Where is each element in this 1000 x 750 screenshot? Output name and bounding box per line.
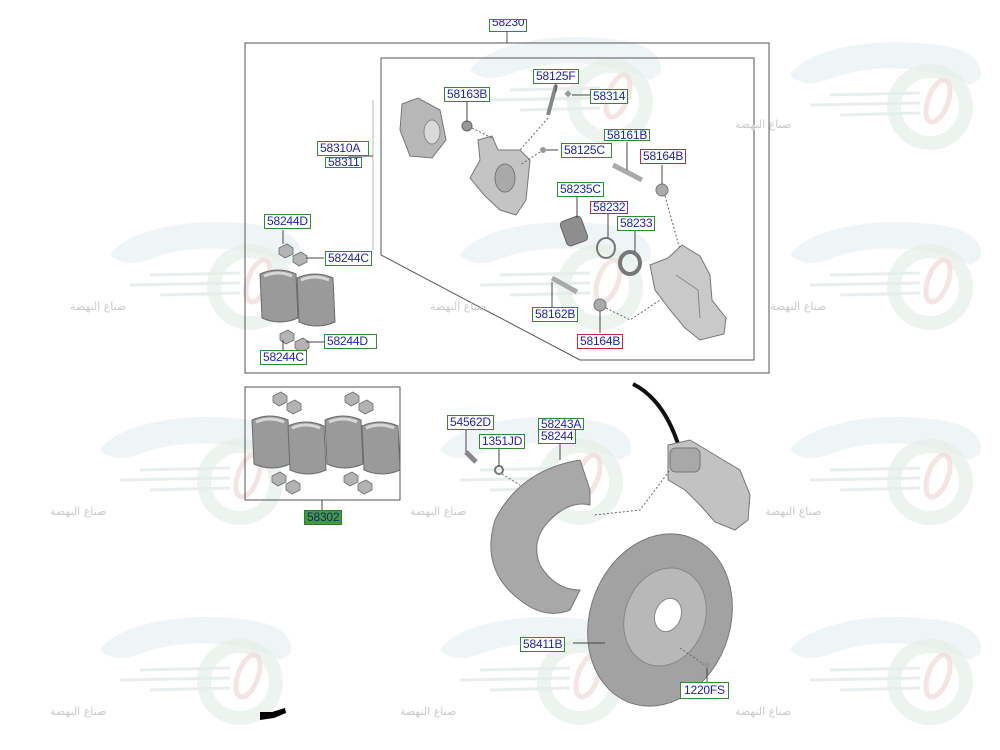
part-label-58311[interactable]: 58311 — [325, 157, 363, 168]
cap-58314-icon — [564, 90, 572, 98]
part-label-58235C[interactable]: 58235C — [557, 182, 604, 197]
watermark-text: صناع النهضة — [400, 705, 457, 718]
part-label-1351JD[interactable]: 1351JD — [479, 434, 526, 449]
part-label-58302[interactable]: 58302 — [304, 510, 343, 525]
caliper-carrier-icon — [469, 135, 531, 216]
watermark-text: صناع النهضة — [735, 705, 792, 718]
part-label-54562D[interactable]: 54562D — [447, 415, 494, 430]
bleeder-58125C-icon — [540, 147, 546, 153]
watermark-logo-icon — [100, 37, 981, 718]
watermark-text: صناع النهضة — [430, 300, 487, 313]
front-arrow-icon — [260, 708, 286, 720]
watermark-text: صناع النهضة — [70, 300, 127, 313]
part-label-58164B-top[interactable]: 58164B — [640, 149, 687, 164]
part-label-58310A[interactable]: 58310A — [317, 141, 370, 156]
guide-pin-58162B-icon — [550, 275, 579, 295]
part-label-58244C-bottom[interactable]: 58244C — [260, 350, 307, 365]
bolt-54562D-icon — [464, 450, 478, 464]
part-label-58125F[interactable]: 58125F — [533, 69, 579, 84]
part-label-58244D-bottom[interactable]: 58244D — [324, 334, 377, 349]
guide-pin-58161B-icon — [611, 162, 644, 183]
part-label-58230[interactable]: 58230 — [489, 19, 528, 32]
caliper-housing-icon — [399, 97, 447, 159]
part-label-58244[interactable]: 58244 — [538, 429, 577, 444]
caliper-bracket-icon — [649, 244, 727, 341]
watermark-text: صناع النهضة — [410, 505, 467, 518]
pin-58125F-icon — [546, 84, 558, 116]
watermark-text: صناع النهضة — [735, 118, 792, 131]
part-label-58244D-top[interactable]: 58244D — [264, 214, 311, 229]
brake-hose-icon — [632, 382, 682, 451]
part-label-58125C[interactable]: 58125C — [561, 143, 612, 158]
part-label-58232[interactable]: 58232 — [590, 201, 629, 214]
part-label-1220FS[interactable]: 1220FS — [680, 682, 729, 699]
bolt-58164B-bottom-icon — [593, 298, 607, 312]
dust-shield-icon — [490, 459, 591, 614]
screw-1220FS-icon — [704, 662, 710, 668]
assembly-inner-frame — [380, 57, 755, 361]
part-label-58161B[interactable]: 58161B — [604, 129, 651, 141]
piston-58235C-icon — [559, 215, 589, 247]
part-label-58411B[interactable]: 58411B — [520, 637, 566, 652]
watermark-text: صناع النهضة — [50, 705, 107, 718]
bolt-58164B-top-icon — [655, 183, 669, 197]
part-label-58163B[interactable]: 58163B — [444, 87, 491, 102]
watermark-text: صناع النهضة — [765, 505, 822, 518]
pad-kit-icon — [250, 391, 402, 495]
seal-58232-icon — [596, 237, 616, 259]
caliper-assembly-icon — [667, 439, 751, 531]
watermark-text: صناع النهضة — [770, 300, 827, 313]
bolt-58163B-icon — [461, 120, 473, 132]
brake-disc-icon — [587, 533, 733, 707]
part-label-58244C-right[interactable]: 58244C — [325, 251, 372, 266]
part-label-58162B[interactable]: 58162B — [532, 307, 579, 322]
watermark-text: صناع النهضة — [50, 505, 107, 518]
part-label-58314[interactable]: 58314 — [590, 89, 629, 104]
boot-58233-icon — [618, 250, 642, 276]
part-label-58164B-bottom[interactable]: 58164B — [577, 334, 624, 349]
part-label-58233[interactable]: 58233 — [617, 216, 656, 231]
